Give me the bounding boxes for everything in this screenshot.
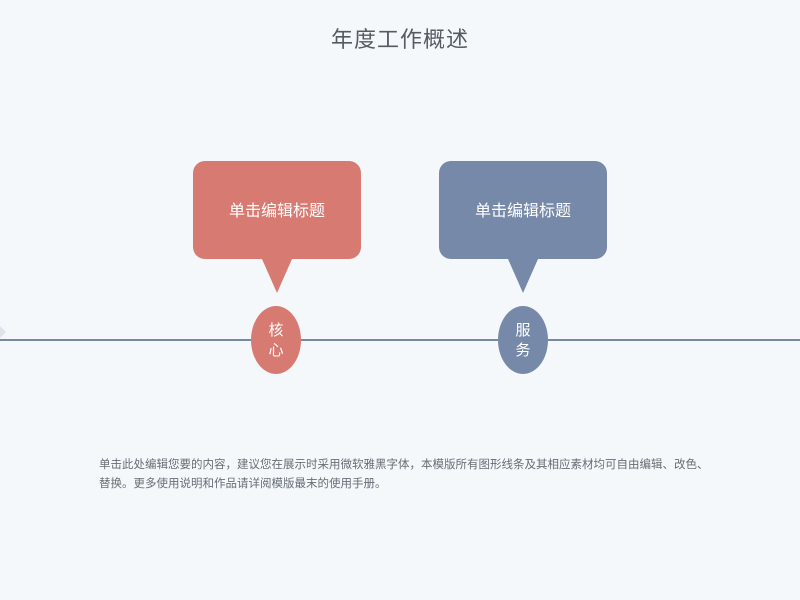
edge-marker	[0, 326, 6, 338]
card-title-1-label: 单击编辑标题	[228, 201, 325, 220]
timeline-node-2-label: 服务	[515, 321, 531, 359]
timeline-node-1-label: 核心	[268, 321, 284, 359]
card-title-2-label: 单击编辑标题	[474, 201, 571, 220]
timeline-node-1[interactable]: 核心	[251, 306, 301, 374]
timeline-node-2[interactable]: 服务	[498, 306, 548, 374]
card-title-1[interactable]: 单击编辑标题	[193, 161, 361, 293]
timeline-line	[0, 339, 800, 341]
slide-title[interactable]: 年度工作概述	[330, 28, 469, 53]
body-text[interactable]: 单击此处编辑您要的内容，建议您在展示时采用微软雅黑字体，本模版所有图形线条及其相…	[99, 457, 709, 490]
card-title-2[interactable]: 单击编辑标题	[439, 161, 607, 293]
